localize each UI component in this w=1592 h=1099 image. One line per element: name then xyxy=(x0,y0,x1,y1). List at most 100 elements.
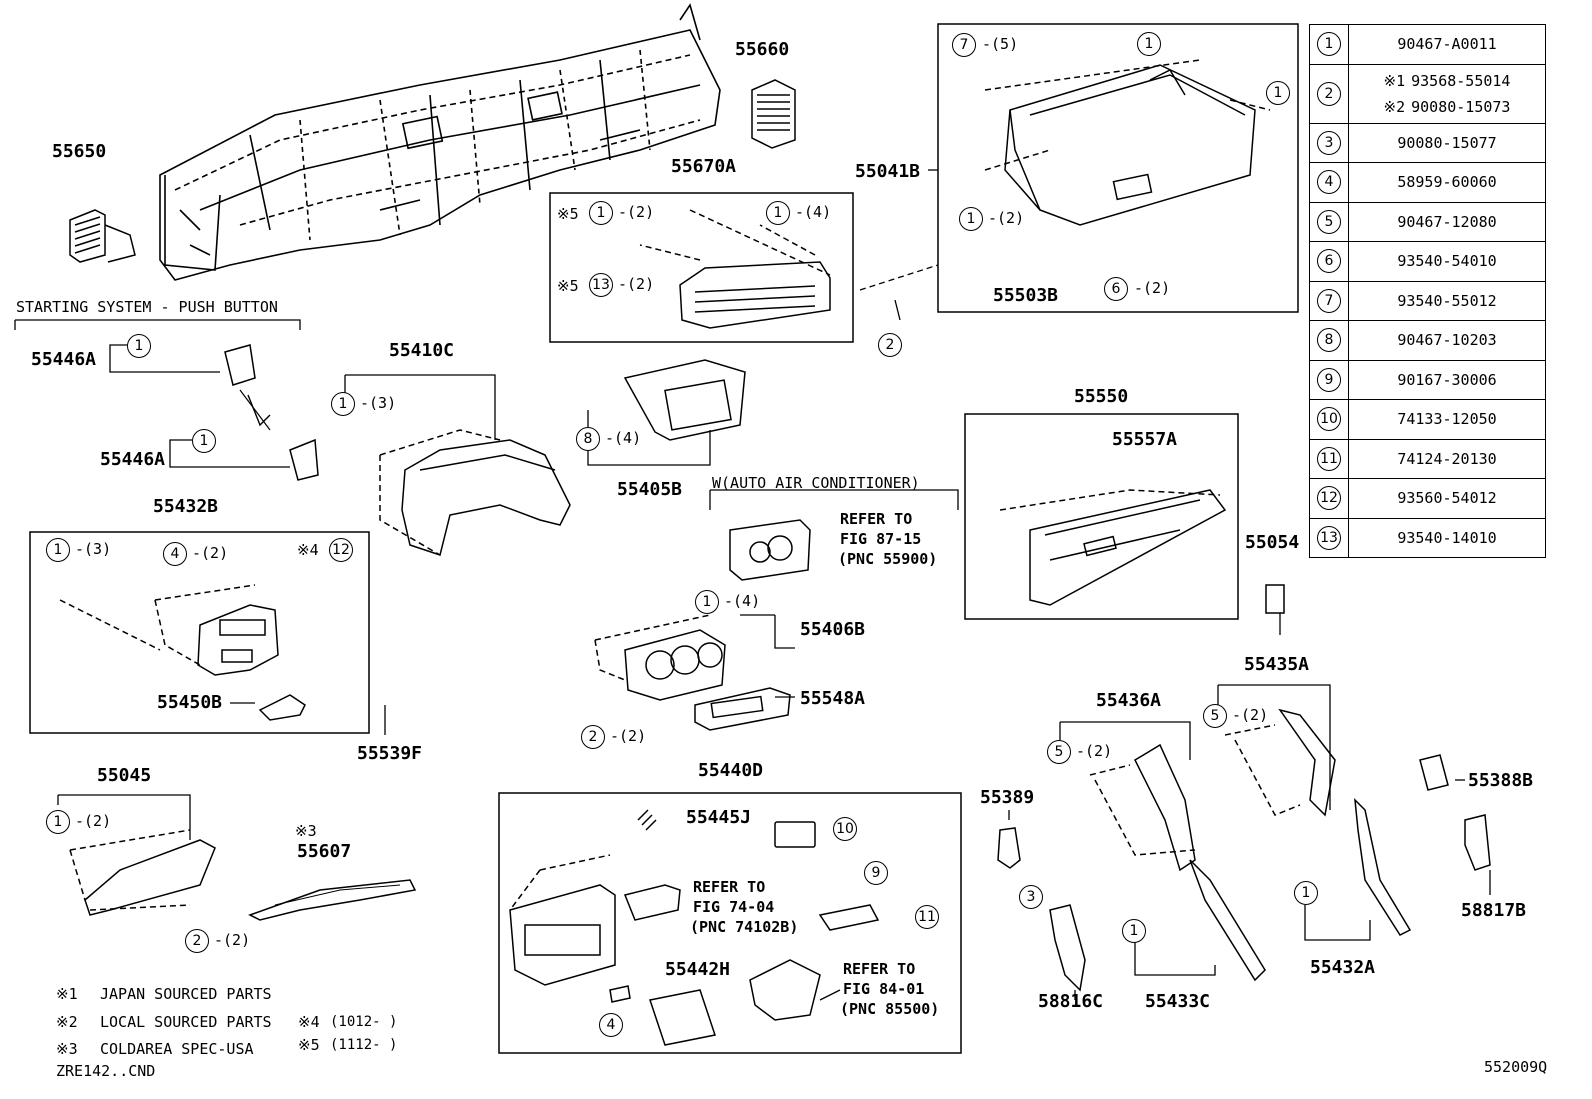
callout-circle[interactable]: 1 xyxy=(695,590,719,614)
part-label-55432a[interactable]: 55432A xyxy=(1310,957,1376,978)
part-label-55054[interactable]: 55054 xyxy=(1245,532,1300,553)
refer-note-3-line-2[interactable]: FIG 84-01 xyxy=(843,980,925,998)
part-label-55440d[interactable]: 55440D xyxy=(698,760,764,781)
callout-circle[interactable]: 5 xyxy=(1203,704,1227,728)
part-label-55405b[interactable]: 55405B xyxy=(617,479,683,500)
callout-circle[interactable]: 9 xyxy=(864,861,888,885)
part-label-55557a[interactable]: 55557A xyxy=(1112,429,1178,450)
callout-circle[interactable]: 4 xyxy=(599,1013,623,1037)
part-label-55045[interactable]: 55045 xyxy=(97,765,152,786)
part-label-58816c[interactable]: 58816C xyxy=(1038,991,1104,1012)
callout-circle[interactable]: 2 xyxy=(185,929,209,953)
refer-note-2-line-1[interactable]: REFER TO xyxy=(693,878,766,896)
refer-note-2-line-3[interactable]: (PNC 74102B) xyxy=(690,918,799,936)
part-number-line[interactable]: 93560-54012 xyxy=(1349,485,1545,511)
part-label-55041b[interactable]: 55041B xyxy=(855,161,921,182)
callout-circle[interactable]: 1 xyxy=(46,538,70,562)
part-label-55406b[interactable]: 55406B xyxy=(800,619,866,640)
part-number-line[interactable]: 90467-10203 xyxy=(1349,327,1545,353)
parts-table-ref-cell: 6 xyxy=(1309,241,1349,282)
refer-note-1-line-1[interactable]: REFER TO xyxy=(840,510,913,528)
refer-note-3-line-1[interactable]: REFER TO xyxy=(843,960,916,978)
callout-circle[interactable]: 1 xyxy=(589,201,613,225)
callout-circle[interactable]: 1 xyxy=(127,334,151,358)
callout-circle[interactable]: 8 xyxy=(576,427,600,451)
refer-note-1-line-3[interactable]: (PNC 55900) xyxy=(838,550,938,568)
callout-circle[interactable]: 4 xyxy=(163,542,187,566)
part-label-55550[interactable]: 55550 xyxy=(1074,386,1129,407)
callout-circle[interactable]: 13 xyxy=(589,273,613,297)
part-number-line[interactable]: 74124-20130 xyxy=(1349,446,1545,472)
refer-note-3-line-3[interactable]: (PNC 85500) xyxy=(840,1000,940,1018)
part-number-line[interactable]: 93540-14010 xyxy=(1349,525,1545,551)
legend-text-2: LOCAL SOURCED PARTS xyxy=(100,1013,272,1031)
part-label-55450b[interactable]: 55450B xyxy=(157,692,223,713)
callout-circle[interactable]: 10 xyxy=(833,817,857,841)
callout-circle[interactable]: 11 xyxy=(915,905,939,929)
part-label-55446a-1[interactable]: 55446A xyxy=(31,349,97,370)
callout-circle[interactable]: 1 xyxy=(192,429,216,453)
callout-circle[interactable]: 3 xyxy=(1019,885,1043,909)
part-number-line[interactable]: 90467-12080 xyxy=(1349,209,1545,235)
part-number: 90467-10203 xyxy=(1397,331,1497,350)
part-label-55410c[interactable]: 55410C xyxy=(389,340,455,361)
part-label-55433c[interactable]: 55433C xyxy=(1145,991,1211,1012)
part-number-line[interactable]: 74133-12050 xyxy=(1349,406,1545,432)
part-label-55539f[interactable]: 55539F xyxy=(357,743,423,764)
callout-circle[interactable]: 1 xyxy=(1137,32,1161,56)
callout-circle[interactable]: 2 xyxy=(878,333,902,357)
part-number-line[interactable]: 93540-54010 xyxy=(1349,248,1545,274)
callout-circle[interactable]: 1 xyxy=(1122,919,1146,943)
part-label-55389[interactable]: 55389 xyxy=(980,787,1035,808)
callout-circle[interactable]: 12 xyxy=(329,538,353,562)
part-label-55503b[interactable]: 55503B xyxy=(993,285,1059,306)
part-label-55432b[interactable]: 55432B xyxy=(153,496,219,517)
callout-circle[interactable]: 1 xyxy=(959,207,983,231)
part-label-55436a[interactable]: 55436A xyxy=(1096,690,1162,711)
ref-number-circle: 1 xyxy=(1317,32,1341,57)
part-number-line[interactable]: 90080-15077 xyxy=(1349,130,1545,156)
callout-circle[interactable]: 7 xyxy=(952,33,976,57)
part-label-55548a[interactable]: 55548A xyxy=(800,688,866,709)
part-label-58817b[interactable]: 58817B xyxy=(1461,900,1527,921)
part-label-55442h[interactable]: 55442H xyxy=(665,959,731,980)
callout-circle[interactable]: 1 xyxy=(46,810,70,834)
refer-note-2-line-2[interactable]: FIG 74-04 xyxy=(693,898,775,916)
refer-note-1-line-2[interactable]: FIG 87-15 xyxy=(840,530,922,548)
part-number-line[interactable]: 93540-55012 xyxy=(1349,288,1545,314)
callout-circle[interactable]: 6 xyxy=(1104,277,1128,301)
part-label-55435a[interactable]: 55435A xyxy=(1244,654,1310,675)
legend-mark-4: ※4 xyxy=(298,1013,320,1031)
callout-circle[interactable]: 1 xyxy=(331,392,355,416)
part-label-55660[interactable]: 55660 xyxy=(735,39,790,60)
part-label-55388b[interactable]: 55388B xyxy=(1468,770,1534,791)
part-label-55446a-2[interactable]: 55446A xyxy=(100,449,166,470)
callout-circle[interactable]: 1 xyxy=(1266,81,1290,105)
part-label-55607[interactable]: 55607 xyxy=(297,841,352,862)
part-label-55445j[interactable]: 55445J xyxy=(686,807,752,828)
callout-circle[interactable]: 1 xyxy=(1294,881,1318,905)
callout-circle[interactable]: 5 xyxy=(1047,740,1071,764)
part-number-line[interactable]: 90167-30006 xyxy=(1349,367,1545,393)
callout-circle[interactable]: 2 xyxy=(581,725,605,749)
callout-circle[interactable]: 1 xyxy=(766,201,790,225)
part-label-55650[interactable]: 55650 xyxy=(52,141,107,162)
part-number-line[interactable]: 90467-A0011 xyxy=(1349,31,1545,57)
part-number-line[interactable]: 58959-60060 xyxy=(1349,169,1545,195)
parts-table-row[interactable]: 1 90467-A0011 xyxy=(1309,24,1546,65)
part-label-55670a[interactable]: 55670A xyxy=(671,156,737,177)
